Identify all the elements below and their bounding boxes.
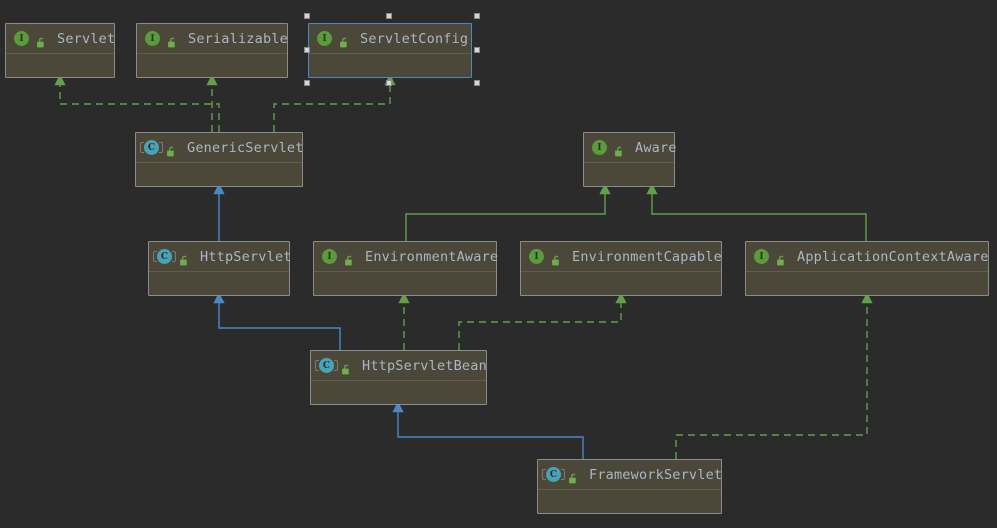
class-icon: C <box>140 140 163 155</box>
unlocked-padlock-icon <box>344 251 355 266</box>
node-header-frameworkservlet: C FrameworkServlet <box>538 460 723 490</box>
resize-handle-4[interactable] <box>474 46 480 53</box>
unlocked-padlock-icon <box>614 142 625 157</box>
resize-handle-0[interactable] <box>304 13 310 19</box>
node-title-servlet: Servlet <box>57 30 116 47</box>
class-icon: C <box>542 467 565 482</box>
resize-handle-6[interactable] <box>386 80 392 86</box>
unlocked-padlock-icon <box>776 251 787 266</box>
unlocked-padlock-icon <box>179 251 190 266</box>
unlocked-padlock-icon <box>551 251 562 266</box>
node-header-servletconfig: I ServletConfig <box>309 24 471 54</box>
resize-handle-1[interactable] <box>386 13 392 19</box>
node-title-aware: Aware <box>635 139 677 156</box>
node-members-aware <box>584 163 674 216</box>
node-members-httpservletbean <box>311 381 486 434</box>
unlocked-padlock-icon <box>341 360 352 375</box>
resize-handle-7[interactable] <box>474 80 480 86</box>
node-members-environmentaware <box>314 272 496 325</box>
resize-handle-3[interactable] <box>304 46 310 53</box>
class-icon: C <box>153 249 176 264</box>
node-title-serializable: Serializable <box>188 30 288 47</box>
interface-icon: I <box>529 249 544 264</box>
node-header-genericservlet: C GenericServlet <box>136 133 304 163</box>
unlocked-padlock-icon <box>166 142 177 157</box>
node-header-applicationcontextaware: I ApplicationContextAware <box>746 242 988 272</box>
node-members-genericservlet <box>136 163 302 216</box>
unlocked-padlock-icon <box>167 33 178 48</box>
node-members-servlet <box>6 54 114 107</box>
node-members-applicationcontextaware <box>746 272 988 325</box>
interface-icon: I <box>754 249 769 264</box>
unlocked-padlock-icon <box>36 33 47 48</box>
node-header-httpservletbean: C HttpServletBean <box>311 351 487 381</box>
uml-node-httpservletbean[interactable]: C HttpServletBean <box>310 350 487 405</box>
resize-handle-2[interactable] <box>474 13 480 19</box>
interface-icon: I <box>145 31 160 46</box>
node-header-aware: I Aware <box>584 133 677 163</box>
interface-icon: I <box>14 31 29 46</box>
unlocked-padlock-icon <box>568 469 579 484</box>
uml-node-environmentaware[interactable]: I EnvironmentAware <box>313 241 499 296</box>
node-title-environmentcapable: EnvironmentCapable <box>572 248 722 265</box>
uml-node-frameworkservlet[interactable]: C FrameworkServlet <box>537 459 722 514</box>
uml-node-servletconfig[interactable]: I ServletConfig <box>308 23 472 78</box>
node-header-serializable: I Serializable <box>137 24 288 54</box>
unlocked-padlock-icon <box>339 33 350 48</box>
interface-icon: I <box>322 249 337 264</box>
node-members-frameworkservlet <box>538 490 721 528</box>
node-members-httpservlet <box>149 272 289 325</box>
node-header-servlet: I Servlet <box>6 24 116 54</box>
uml-node-aware[interactable]: I Aware <box>583 132 677 187</box>
node-title-environmentaware: EnvironmentAware <box>365 248 499 265</box>
node-members-environmentcapable <box>521 272 721 325</box>
node-title-genericservlet: GenericServlet <box>187 139 304 156</box>
node-title-applicationcontextaware: ApplicationContextAware <box>797 248 989 265</box>
interface-icon: I <box>317 31 332 46</box>
edge-environmentaware-to-aware[interactable] <box>405 183 611 241</box>
interface-icon: I <box>592 140 607 155</box>
node-header-environmentaware: I EnvironmentAware <box>314 242 499 272</box>
uml-node-applicationcontextaware[interactable]: I ApplicationContextAware <box>745 241 989 296</box>
edge-frameworkservlet-to-applicationcontextaware[interactable] <box>675 292 873 459</box>
class-icon: C <box>315 358 338 373</box>
uml-node-serializable[interactable]: I Serializable <box>136 23 288 78</box>
node-title-servletconfig: ServletConfig <box>360 30 469 47</box>
node-header-httpservlet: C HttpServlet <box>149 242 292 272</box>
uml-node-genericservlet[interactable]: C GenericServlet <box>135 132 303 187</box>
resize-handle-5[interactable] <box>304 80 310 86</box>
node-title-httpservlet: HttpServlet <box>200 248 292 265</box>
uml-node-httpservlet[interactable]: C HttpServlet <box>148 241 292 296</box>
uml-node-environmentcapable[interactable]: I EnvironmentCapable <box>520 241 722 296</box>
node-header-environmentcapable: I EnvironmentCapable <box>521 242 722 272</box>
node-title-frameworkservlet: FrameworkServlet <box>589 466 723 483</box>
node-title-httpservletbean: HttpServletBean <box>362 357 487 374</box>
uml-node-servlet[interactable]: I Servlet <box>5 23 115 78</box>
edge-applicationcontextaware-to-aware[interactable] <box>646 183 867 241</box>
node-members-serializable <box>137 54 287 107</box>
